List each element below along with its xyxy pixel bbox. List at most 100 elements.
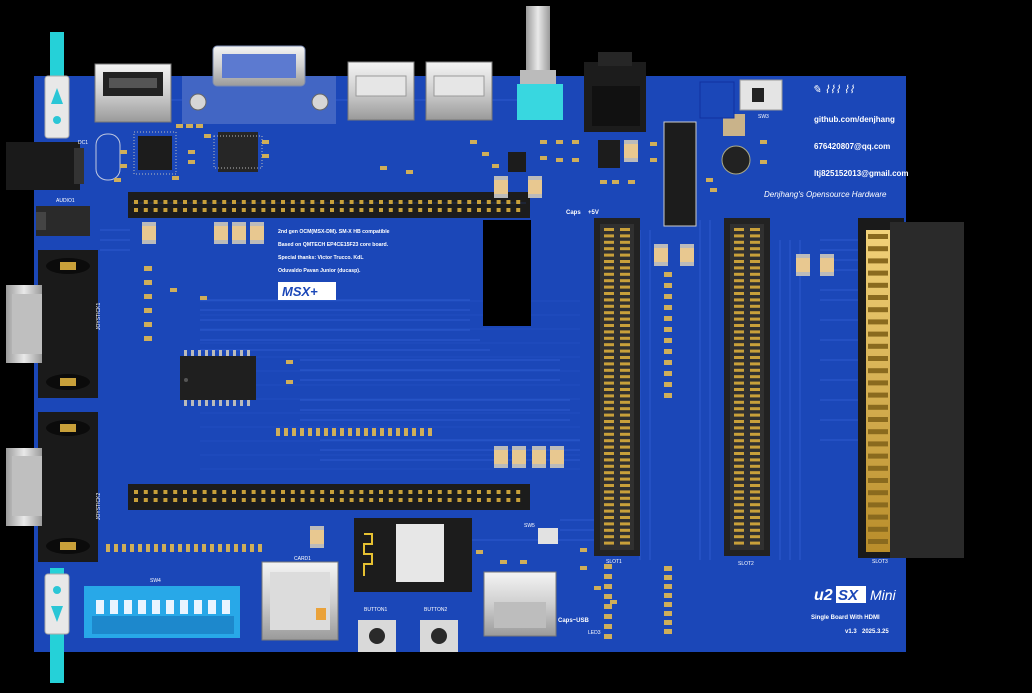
edge-finger <box>868 270 888 276</box>
header-pin <box>202 498 207 502</box>
resistor <box>356 428 360 436</box>
cap-end <box>310 526 324 530</box>
slot-pin <box>604 247 614 251</box>
slot-pin <box>734 477 744 481</box>
slot-pin <box>734 247 744 251</box>
smd-part <box>406 170 413 174</box>
header-pin <box>330 498 334 502</box>
slot-pin <box>734 298 744 302</box>
resistor <box>604 634 612 639</box>
sd-card-slot <box>261 561 339 641</box>
header-pin <box>447 208 452 212</box>
edge-finger <box>868 539 888 544</box>
edge-finger <box>868 478 888 483</box>
version-text: v1.3 <box>845 629 857 635</box>
header-pin <box>428 490 432 494</box>
cap-end <box>820 254 834 258</box>
smd-part <box>262 140 269 144</box>
header-pin <box>320 208 325 212</box>
dip-toggle <box>96 600 104 614</box>
slot-pin <box>604 388 614 391</box>
resistor <box>276 428 280 436</box>
header-pin <box>516 498 521 502</box>
slot-pin <box>734 336 744 340</box>
inductor <box>723 114 745 136</box>
slot-pin <box>750 324 760 327</box>
header-pin <box>359 490 364 494</box>
header-pin <box>183 498 187 502</box>
cap-end <box>796 272 810 276</box>
header-pin <box>408 200 413 204</box>
header-pin <box>320 498 325 502</box>
header-pin <box>192 490 197 494</box>
slot-pin <box>604 432 614 436</box>
slot-pin <box>604 311 614 315</box>
header-pin <box>359 208 364 212</box>
dip-toggle <box>110 600 118 614</box>
slot-pin <box>604 330 614 334</box>
sw4-label: SW4 <box>150 578 161 584</box>
header-pin <box>212 200 217 204</box>
slot-pin <box>734 317 744 321</box>
slot-pin <box>604 426 614 430</box>
header-pin <box>447 498 452 502</box>
svg-text:Mini: Mini <box>870 587 897 603</box>
slot-pin <box>734 311 744 315</box>
slot-pin <box>620 445 630 449</box>
slot-pin <box>734 503 744 507</box>
slot-pin <box>604 381 614 385</box>
header-pin <box>300 490 305 494</box>
header-pin <box>428 498 432 502</box>
header-pin <box>437 200 442 204</box>
header-pin <box>241 208 246 212</box>
slot-pin <box>750 439 760 443</box>
slot-pin <box>620 535 630 539</box>
header-pin <box>183 208 187 212</box>
fpga-header-top <box>128 192 530 218</box>
header-pin <box>261 208 266 212</box>
slot-pin <box>734 285 744 289</box>
resistor <box>144 322 152 327</box>
cap-end <box>532 446 546 450</box>
header-pin <box>202 490 207 494</box>
inductor-2 <box>721 145 751 175</box>
resistor <box>144 294 152 299</box>
slot-pin <box>620 311 630 315</box>
slot-pin <box>620 292 630 295</box>
edge-finger <box>868 526 888 532</box>
ic-leg <box>240 350 243 356</box>
header-pin <box>261 498 266 502</box>
header-pin <box>447 490 452 494</box>
header-pin <box>408 498 413 502</box>
header-pin <box>134 208 138 212</box>
header-pin <box>143 208 148 212</box>
slot-pin <box>734 496 744 500</box>
capacitor <box>310 526 324 548</box>
slot-pin <box>620 285 630 289</box>
resistor <box>664 611 672 616</box>
header-pin <box>486 498 491 502</box>
header-pin <box>310 498 315 502</box>
slot-pin <box>750 420 760 423</box>
header-pin <box>290 200 295 204</box>
header-pin <box>281 200 285 204</box>
header-pin <box>330 208 334 212</box>
cap-end <box>654 262 668 266</box>
resistor <box>420 428 424 436</box>
cap-end <box>512 464 526 468</box>
slot-pin <box>734 407 744 411</box>
resistor <box>664 316 672 321</box>
edge-finger <box>868 295 888 300</box>
slot-pin <box>620 298 630 302</box>
capacitor <box>232 222 246 244</box>
header-pin <box>261 200 266 204</box>
header-pin <box>359 200 364 204</box>
smd-part <box>580 548 587 552</box>
header-pin <box>457 208 462 212</box>
slot-pin <box>734 253 744 257</box>
slot-pin <box>734 445 744 449</box>
module-slot-top <box>663 121 697 227</box>
resistor <box>664 349 672 354</box>
slot-pin <box>604 234 614 238</box>
